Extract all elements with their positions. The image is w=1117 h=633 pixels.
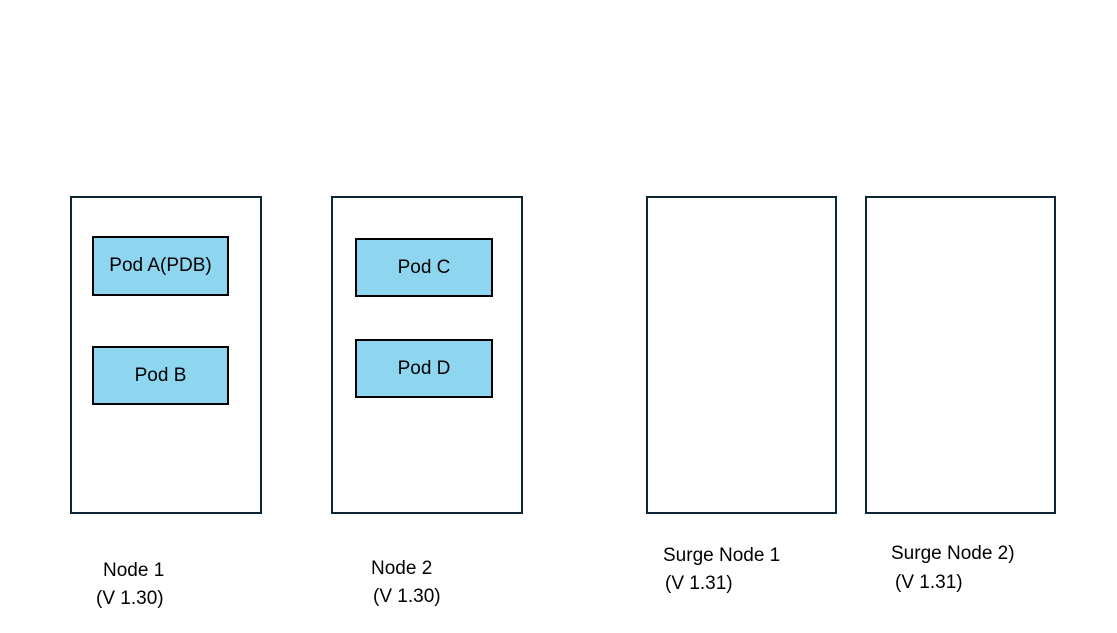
- node-1-box: Pod A(PDB) Pod B: [70, 196, 262, 514]
- node-2-label: Node 2: [371, 558, 433, 579]
- node-2-version-label: (V 1.30): [373, 586, 441, 607]
- pod-b-box: Pod B: [92, 346, 229, 405]
- surge-node-2-label: Surge Node 2): [891, 543, 1015, 564]
- surge-node-1-box: [646, 196, 837, 514]
- node-1-label: Node 1: [103, 560, 165, 581]
- surge-node-1-version-label: (V 1.31): [665, 573, 733, 594]
- pod-c-box: Pod C: [355, 238, 493, 297]
- surge-node-1-label: Surge Node 1: [663, 545, 781, 566]
- pod-d-box: Pod D: [355, 339, 493, 398]
- node-1-version-label: (V 1.30): [96, 588, 164, 609]
- pod-a-box: Pod A(PDB): [92, 236, 229, 296]
- surge-node-2-version-label: (V 1.31): [895, 572, 963, 593]
- surge-node-2-box: [865, 196, 1056, 514]
- node-2-box: Pod C Pod D: [331, 196, 523, 514]
